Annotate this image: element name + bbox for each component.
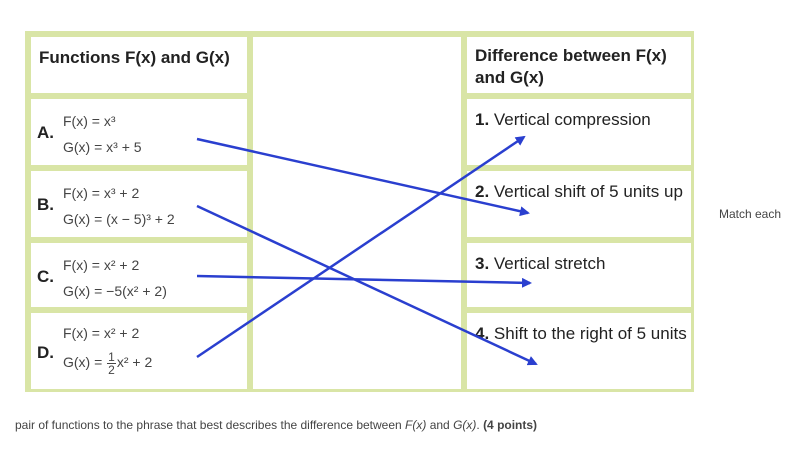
row-d-g-prefix: G(x) = [63, 354, 107, 371]
answer-4-cell[interactable]: 4. Shift to the right of 5 units [464, 310, 694, 392]
arrow-c-to-3 [196, 274, 532, 288]
instruction-caption: pair of functions to the phrase that bes… [15, 418, 538, 432]
arrow-a-to-2 [196, 137, 530, 217]
side-text: Match each [719, 207, 782, 221]
right-header: Difference between F(x) and G(x) [475, 46, 667, 87]
row-c-letter: C. [37, 267, 54, 286]
row-b-f: F(x) = x³ + 2 [63, 185, 140, 201]
row-d-frac-num: 1 [107, 350, 116, 364]
row-c-cell: C. F(x) = x² + 2 G(x) = −5(x² + 2) [28, 240, 250, 310]
right-header-cell: Difference between F(x) and G(x) [464, 34, 694, 96]
row-d-f: F(x) = x² + 2 [63, 325, 140, 341]
row-a-letter: A. [37, 123, 54, 142]
row-a-g: G(x) = x³ + 5 [63, 139, 142, 155]
arrow-d-to-1 [196, 135, 526, 359]
answer-3-cell[interactable]: 3. Vertical stretch [464, 240, 694, 310]
answer-1-cell[interactable]: 1. Vertical compression [464, 96, 694, 168]
row-c-f: F(x) = x² + 2 [63, 257, 140, 273]
row-a-cell: A. F(x) = x³ G(x) = x³ + 5 [28, 96, 250, 168]
row-b-cell: B. F(x) = x³ + 2 G(x) = (x − 5)³ + 2 [28, 168, 250, 240]
row-d-g-suffix: x² + 2 [116, 354, 153, 371]
left-header: Functions F(x) and G(x) [39, 48, 230, 67]
answer-2-cell[interactable]: 2. Vertical shift of 5 units up [464, 168, 694, 240]
row-b-g: G(x) = (x − 5)³ + 2 [63, 211, 175, 227]
row-a-f: F(x) = x³ [63, 113, 116, 129]
left-header-cell: Functions F(x) and G(x) [28, 34, 250, 96]
answer-1-text: 1. Vertical compression [475, 110, 651, 129]
answer-3-text: 3. Vertical stretch [475, 254, 606, 273]
middle-column [250, 34, 464, 392]
row-c-g: G(x) = −5(x² + 2) [63, 283, 167, 299]
row-b-letter: B. [37, 195, 54, 214]
row-d-frac-den: 2 [108, 363, 115, 377]
answer-2-text: 2. Vertical shift of 5 units up [475, 182, 683, 201]
row-d-letter: D. [37, 343, 54, 362]
arrow-b-to-4 [196, 204, 538, 366]
